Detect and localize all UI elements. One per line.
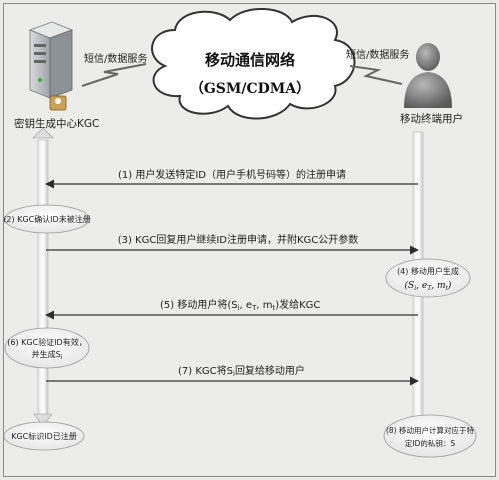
- msg5-label: (5) 移动用户将(Si, eT, mt)发给KGC: [160, 298, 320, 312]
- lightning-right-icon: [349, 65, 403, 85]
- step6-label-b: 并生成Si: [32, 349, 63, 361]
- kgc-label: 密钥生成中心KGC: [14, 117, 99, 130]
- step8-label-a: (8) 移动用户计算对应于特: [386, 425, 475, 435]
- step2-label: (2) KGC确认ID未被注册: [3, 214, 90, 224]
- server-icon: [28, 21, 74, 99]
- cloud-subtitle: （GSM/CDMA）: [190, 81, 310, 97]
- step6-node: (6) KGC验证ID有效， 并生成Si: [4, 327, 90, 369]
- step4-label-b: (Si, eT, mt): [405, 280, 452, 292]
- step8-node: (8) 移动用户计算对应于特 定ID的私钥：S: [383, 414, 477, 458]
- step8-label-b: 定ID的私钥：S: [405, 438, 455, 448]
- user-icon: [404, 43, 452, 108]
- msg7-label: (7) KGC将Si回复给移动用户: [178, 364, 305, 378]
- mobile-network-cloud: [151, 7, 356, 120]
- msg3-label: (3) KGC回复用户继续ID注册申请，并附KGC公开参数: [118, 233, 359, 246]
- step2-node: (2) KGC确认ID未被注册: [3, 204, 91, 234]
- right-service-label: 短信/数据服务: [346, 48, 409, 61]
- step4-node: (4) 移动用户生成 (Si, eT, mt): [385, 258, 471, 298]
- step6-label-a: (6) KGC验证ID有效，: [7, 337, 86, 347]
- admin-badge-icon: [49, 95, 67, 111]
- kgc-lifeline: [32, 127, 54, 427]
- step-end-node: KGC标识ID已注册: [3, 421, 85, 451]
- user-label: 移动终端用户: [400, 112, 463, 125]
- step4-label-a: (4) 移动用户生成: [397, 266, 459, 276]
- lightning-left-icon: [81, 63, 147, 87]
- left-service-label: 短信/数据服务: [84, 52, 147, 65]
- msg1-label: (1) 用户发送特定ID（用户手机号码等）的注册申请: [118, 168, 346, 181]
- cloud-title: 移动通信网络: [205, 51, 295, 69]
- step-end-label: KGC标识ID已注册: [11, 431, 77, 441]
